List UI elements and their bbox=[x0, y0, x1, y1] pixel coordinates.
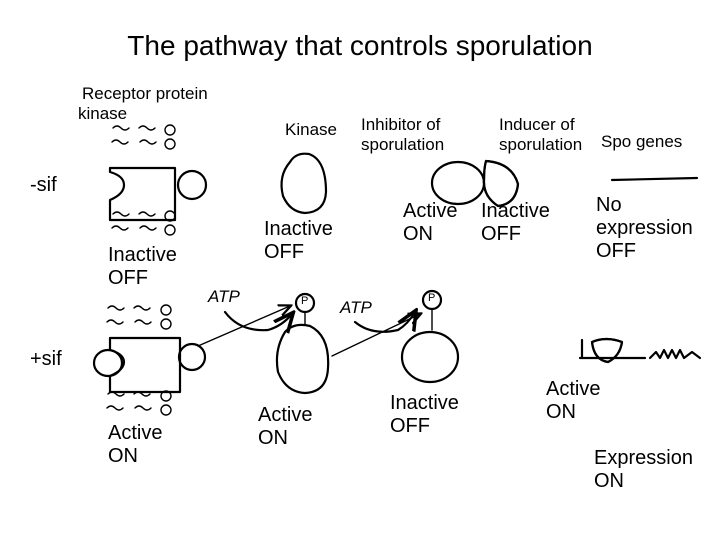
membrane-top-upper bbox=[111, 124, 176, 150]
inhibitor-state-plus: Inactive OFF bbox=[390, 392, 459, 437]
receptor-kinase-bottom bbox=[92, 304, 207, 416]
kinase-state-minus: Inactive OFF bbox=[264, 218, 333, 263]
plus-sif-label: +sif bbox=[30, 348, 62, 370]
spo-genes-line-top bbox=[610, 176, 699, 182]
kinase-state-plus: Active ON bbox=[258, 404, 313, 449]
receptor-state-minus: Inactive OFF bbox=[108, 244, 177, 289]
spo-genes-label: Spo genes bbox=[601, 132, 683, 151]
phosphate-label-kinase: P bbox=[301, 295, 309, 307]
receptor-protein-kinase-label: Receptor protein kinase bbox=[78, 84, 208, 123]
kinase-bottom bbox=[275, 292, 330, 395]
atp-label-2: ATP bbox=[340, 298, 372, 317]
membrane-bottom-lower bbox=[106, 390, 172, 416]
inducer-bottom bbox=[578, 337, 702, 364]
inducer-label: Inducer of sporulation bbox=[499, 115, 583, 154]
atp-label-1: ATP bbox=[208, 287, 240, 306]
inhibitor-state-minus: Active ON bbox=[403, 200, 458, 245]
membrane-bottom-upper bbox=[106, 304, 172, 330]
inhibitor-inducer-complex-top bbox=[430, 159, 520, 208]
receptor-state-plus: Active ON bbox=[108, 422, 163, 467]
atp-arrow-1 bbox=[223, 312, 292, 330]
genes-state-minus: No expression OFF bbox=[596, 194, 693, 262]
kinase-label: Kinase bbox=[285, 120, 337, 139]
membrane-top-lower bbox=[111, 210, 176, 236]
activation-arrow-1 bbox=[197, 306, 290, 347]
activation-arrow-2 bbox=[331, 314, 420, 357]
inhibitor-bottom bbox=[400, 289, 460, 384]
minus-sif-label: -sif bbox=[30, 174, 57, 196]
genes-state-plus: Expression ON bbox=[594, 447, 693, 492]
receptor-kinase-top bbox=[108, 124, 208, 236]
kinase-top-shape bbox=[280, 152, 328, 215]
diagram-title: The pathway that controls sporulation bbox=[127, 30, 593, 61]
inhibitor-label: Inhibitor of sporulation bbox=[361, 115, 445, 154]
inducer-state-minus: Inactive OFF bbox=[481, 200, 550, 245]
phosphate-label-inhibitor: P bbox=[428, 292, 436, 304]
inducer-state-plus: Active ON bbox=[546, 378, 601, 423]
